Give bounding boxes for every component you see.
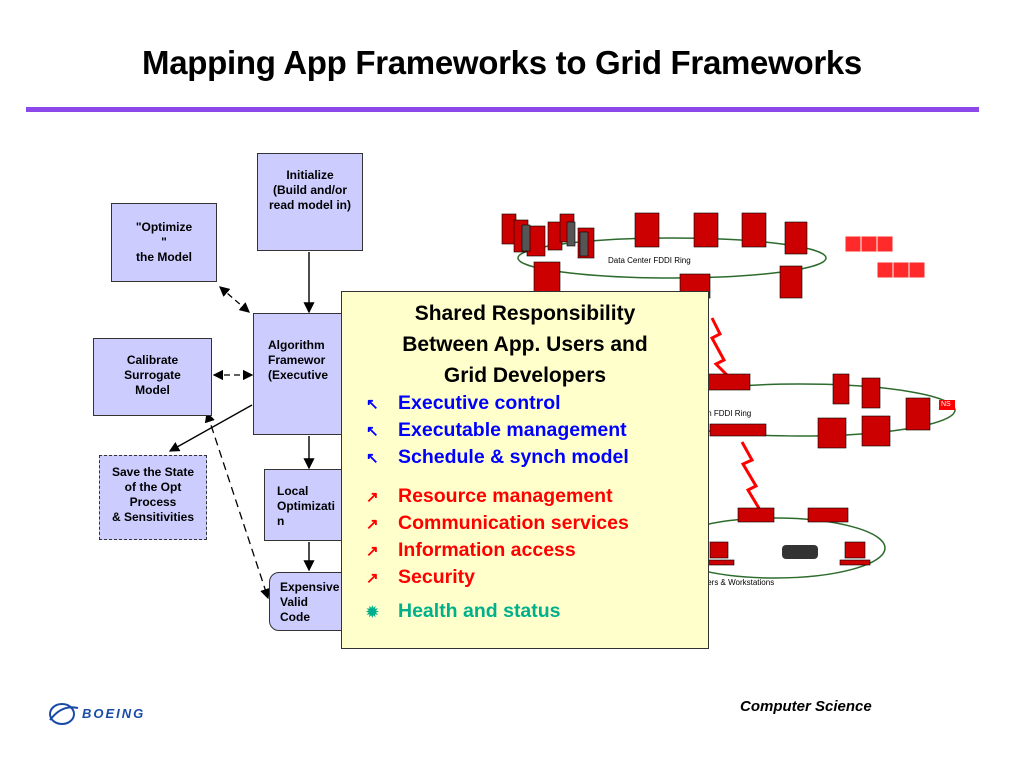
lightning-link-2 — [740, 441, 762, 511]
network-tag-label: NS — [941, 401, 951, 408]
title-divider — [26, 107, 979, 112]
list-item: ↗Security — [366, 566, 475, 588]
mid-ring-label: m FDDI Ring — [705, 409, 752, 418]
star-bullet-icon: ✹ — [366, 604, 379, 621]
list-item: ✹Health and status — [366, 600, 561, 622]
list-item: ↗Information access — [366, 539, 576, 561]
arrow-bullet-icon: ↗ — [366, 543, 379, 560]
shared-responsibility-panel: Shared Responsibility Between App. Users… — [341, 291, 709, 649]
list-item: ↖Schedule & synch model — [366, 446, 629, 468]
optimize-box: "Optimize " the Model — [111, 203, 217, 282]
slide-title: Mapping App Frameworks to Grid Framework… — [142, 44, 862, 81]
arrow-bullet-icon: ↖ — [366, 396, 379, 413]
calibrate-box: Calibrate Surrogate Model — [93, 338, 212, 416]
arrow-bullet-icon: ↗ — [366, 489, 379, 506]
arrow-bullet-icon: ↗ — [366, 570, 379, 587]
footer-org-label: Computer Science — [740, 698, 872, 715]
arrow-bullet-icon: ↗ — [366, 516, 379, 533]
initialize-box: Initialize (Build and/or read model in) — [257, 153, 363, 251]
arrow-algo-to-expensive — [204, 411, 271, 600]
arrow-optimize-algo — [219, 286, 250, 313]
list-item: ↗Resource management — [366, 485, 613, 507]
lightning-link-1 — [709, 317, 730, 378]
workstations-ring-label: ters & Workstations — [705, 578, 775, 587]
panel-heading: Shared Responsibility Between App. Users… — [402, 302, 648, 387]
arrow-bullet-icon: ↖ — [366, 450, 379, 467]
workstation-icon — [703, 507, 871, 566]
boeing-logo: BOEING — [49, 703, 145, 725]
list-item: ↖Executable management — [366, 419, 627, 441]
arrow-bullet-icon: ↖ — [366, 423, 379, 440]
data-center-ring-label: Data Center FDDI Ring — [608, 256, 691, 265]
server-icon — [705, 373, 931, 449]
save-state-box: Save the State of the Opt Process & Sens… — [99, 455, 207, 540]
boeing-logo-text: BOEING — [82, 706, 145, 721]
list-item: ↖Executive control — [366, 392, 561, 414]
list-item: ↗Communication services — [366, 512, 629, 534]
data-center-ring — [517, 237, 827, 279]
storage-icon — [844, 235, 926, 279]
